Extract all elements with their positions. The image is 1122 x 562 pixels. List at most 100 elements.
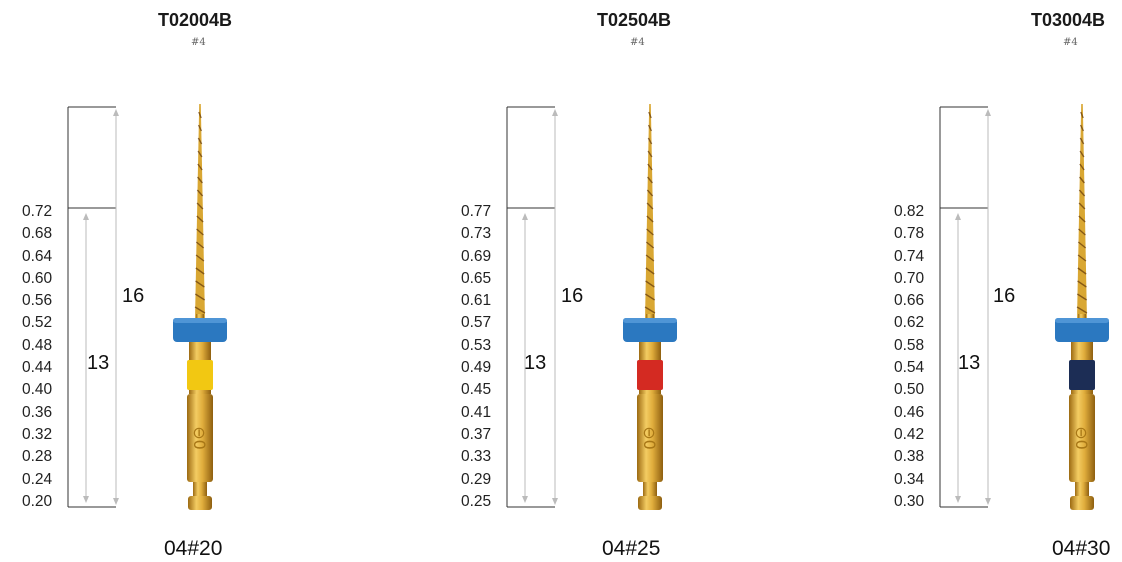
rubber-stopper: [173, 318, 227, 342]
blade-flute: [1077, 254, 1087, 262]
diameter-value: 0.73: [461, 225, 492, 243]
diameter-value: 0.48: [22, 336, 53, 354]
blade-flute: [645, 254, 655, 262]
diameter-value: 0.56: [22, 292, 53, 310]
blade-flute: [645, 241, 655, 249]
blade-flute: [195, 241, 205, 249]
blade-flute: [197, 137, 203, 145]
file-panel-3: T03004B #4 0.82 0.78 0.74 0.70 0.66 0.62…: [872, 0, 1122, 562]
size-color-ring: [1069, 360, 1095, 390]
stopper-highlight: [173, 318, 227, 323]
diameter-value: 0.40: [22, 381, 53, 399]
blade-flute: [1077, 241, 1087, 249]
file-size-caption: 04#25: [602, 537, 661, 560]
product-size-note: #4: [191, 37, 206, 48]
blade-flute: [1079, 163, 1085, 171]
blade-flute: [644, 306, 656, 314]
size-color-ring: [187, 360, 213, 390]
diameter-value: 0.68: [22, 225, 53, 243]
dimension-bracket: [67, 106, 119, 508]
blade-flute: [644, 293, 656, 301]
file-neck: [1071, 342, 1093, 360]
latch-end: [1070, 496, 1094, 510]
file-panel-1: T02004B #4 0.72 0.68 0.64 0.60 0.56 0.52…: [0, 0, 370, 562]
file-handle: [637, 394, 663, 482]
diameter-value: 0.66: [894, 292, 925, 310]
dimension-bracket: [506, 106, 558, 508]
diameter-value: 0.58: [894, 336, 925, 354]
diameter-value: 0.82: [894, 203, 925, 220]
diameter-value: 0.36: [22, 403, 53, 421]
diameter-value: 0.77: [461, 203, 492, 220]
rubber-stopper: [1055, 318, 1109, 342]
rubber-stopper: [623, 318, 677, 342]
diameter-value: 0.61: [461, 292, 492, 310]
blade-flute: [194, 306, 206, 314]
diameter-value: 0.44: [22, 359, 53, 377]
handle-engraving: ⊖0: [190, 426, 209, 450]
blade-flute: [645, 280, 655, 288]
diameter-value: 0.33: [461, 448, 492, 466]
product-size-note: #4: [1063, 37, 1078, 48]
diameter-value: 0.60: [22, 269, 53, 287]
diameter-value: 0.20: [22, 492, 53, 510]
diameter-value: 0.65: [461, 269, 492, 287]
blade-flute: [196, 202, 204, 210]
diameter-value: 0.64: [22, 247, 53, 265]
size-color-ring: [637, 360, 663, 390]
blade-flute: [1078, 202, 1086, 210]
diameter-value: 0.45: [461, 381, 492, 399]
file-panel-2: T02504B #4 0.77 0.73 0.69 0.65 0.61 0.57…: [440, 0, 770, 562]
blade-flute: [646, 228, 654, 236]
blade-flute: [647, 124, 653, 132]
product-size-note: #4: [630, 37, 645, 48]
blade-flute: [646, 189, 654, 197]
diameter-value: 0.52: [22, 314, 53, 332]
diameter-value: 0.28: [22, 448, 53, 466]
diameter-value: 0.41: [461, 403, 492, 421]
product-code: T03004B: [1031, 10, 1106, 30]
diameter-value: 0.29: [461, 470, 492, 488]
latch-neck: [1075, 482, 1089, 496]
blade-flute: [198, 111, 202, 119]
handle-engraving: ⊖0: [1072, 426, 1091, 450]
blade-flute: [1079, 137, 1085, 145]
diameter-scale: 0.77 0.73 0.69 0.65 0.61 0.57 0.53 0.49 …: [461, 201, 511, 513]
diameter-value: 0.37: [461, 425, 492, 443]
latch-neck: [193, 482, 207, 496]
diameter-value: 0.25: [461, 492, 492, 510]
blade-flute: [1077, 267, 1087, 275]
diameter-value: 0.62: [894, 314, 925, 332]
blade-flute: [195, 280, 205, 288]
diameter-scale: 0.82 0.78 0.74 0.70 0.66 0.62 0.58 0.54 …: [894, 201, 944, 513]
product-code: T02504B: [597, 10, 672, 30]
blade-flute: [647, 137, 653, 145]
working-length-label: 13: [87, 352, 110, 374]
blade-flute: [1076, 306, 1088, 314]
blade-flute: [646, 202, 654, 210]
blade-flute: [197, 150, 203, 158]
blade-flute: [196, 228, 204, 236]
stopper-highlight: [623, 318, 677, 323]
total-length-label: 16: [122, 285, 145, 307]
file-neck: [189, 342, 211, 360]
file-neck: [639, 342, 661, 360]
product-code: T02004B: [158, 10, 233, 30]
blade-flute: [194, 293, 206, 301]
blade-flute: [1079, 176, 1085, 184]
diameter-value: 0.72: [22, 203, 53, 220]
file-handle: [187, 394, 213, 482]
blade-flute: [196, 189, 204, 197]
total-length-label: 16: [561, 285, 584, 307]
blade-flute: [645, 267, 655, 275]
diameter-value: 0.38: [894, 448, 925, 466]
stopper-highlight: [1055, 318, 1109, 323]
total-length-label: 16: [993, 285, 1016, 307]
blade-flute: [197, 163, 203, 171]
blade-flute: [1078, 228, 1086, 236]
blade-flute: [647, 150, 653, 158]
file-collar: [1071, 390, 1093, 394]
blade-flute: [195, 254, 205, 262]
diameter-scale: 0.72 0.68 0.64 0.60 0.56 0.52 0.48 0.44 …: [22, 201, 72, 513]
blade-flute: [1078, 215, 1086, 223]
